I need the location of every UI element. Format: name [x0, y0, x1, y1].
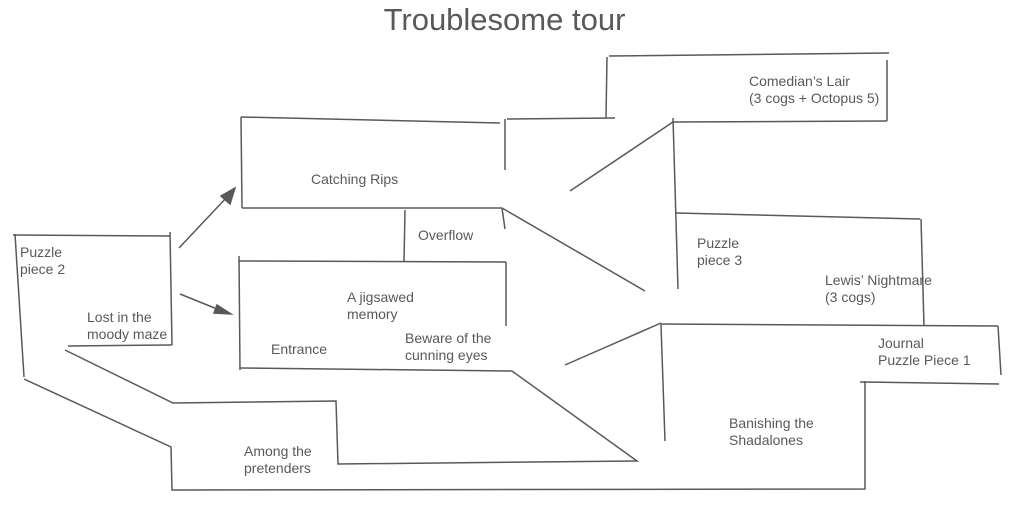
- arrow-to-catching-rips: [178, 195, 229, 249]
- room-puzzle-piece-3: Puzzle piece 3: [697, 235, 743, 268]
- room-entrance: Entrance: [271, 341, 328, 357]
- room-lewis-nightmare: Lewis’ Nightmare (3 cogs): [825, 272, 932, 305]
- wall-jigsaw-left: [238, 255, 241, 371]
- wall-lair-top: [608, 52, 890, 57]
- arrowhead-up: [219, 186, 237, 206]
- arrowhead-down: [212, 303, 234, 315]
- wall-catching-corner: [501, 207, 506, 230]
- wall-diagonal-lower: [501, 207, 646, 292]
- wall-puzzle2-left: [14, 233, 25, 378]
- wall-piece3-left: [672, 117, 679, 290]
- wall-jigsaw-top: [238, 260, 507, 263]
- room-beware-cunning-eyes: Beware of the cunning eyes: [405, 330, 492, 363]
- wall-lewis-right: [920, 218, 925, 327]
- wall-lewis-top: [675, 212, 921, 220]
- room-banishing-shadalones: Banishing the Shadalones: [729, 415, 814, 448]
- wall-lair-connector: [506, 117, 616, 120]
- room-lost-in-moody-maze: Lost in the moody maze: [87, 309, 168, 342]
- wall-overflow: [403, 209, 406, 262]
- room-journal-puzzle-piece-1: Journal Puzzle Piece 1: [878, 335, 971, 368]
- wall-diagonal-bottom: [564, 322, 662, 366]
- room-overflow: Overflow: [418, 227, 474, 243]
- diagram-title: Troublesome tour: [383, 2, 626, 37]
- wall-corridor-lower: [23, 378, 866, 491]
- wall-banish-top: [659, 323, 999, 327]
- room-among-pretenders: Among the pretenders: [244, 443, 312, 476]
- room-catching-rips: Catching Rips: [311, 171, 399, 187]
- arrow-to-entrance: [179, 293, 223, 312]
- room-puzzle-piece-2: Puzzle piece 2: [20, 244, 66, 277]
- room-comedians-lair: Comedian’s Lair (3 cogs + Octopus 5): [749, 73, 880, 106]
- wall-diagonal-upper: [569, 121, 674, 192]
- wall-banish-left: [660, 324, 666, 442]
- room-jigsawed-memory: A jigsawed memory: [347, 289, 414, 322]
- wall-lair-left: [605, 56, 608, 119]
- wall-journal-right: [997, 325, 1002, 376]
- wall-moody-bottom: [67, 344, 173, 347]
- wall-catching-top: [240, 116, 501, 124]
- wall-lair-bottom: [671, 120, 888, 123]
- wall-corridor-upper: [64, 349, 640, 465]
- wall-puzzle2-right: [169, 231, 173, 346]
- wall-journal-bottom: [859, 381, 1000, 385]
- wall-puzzle2-top: [12, 234, 171, 237]
- wall-catching-left: [240, 116, 243, 209]
